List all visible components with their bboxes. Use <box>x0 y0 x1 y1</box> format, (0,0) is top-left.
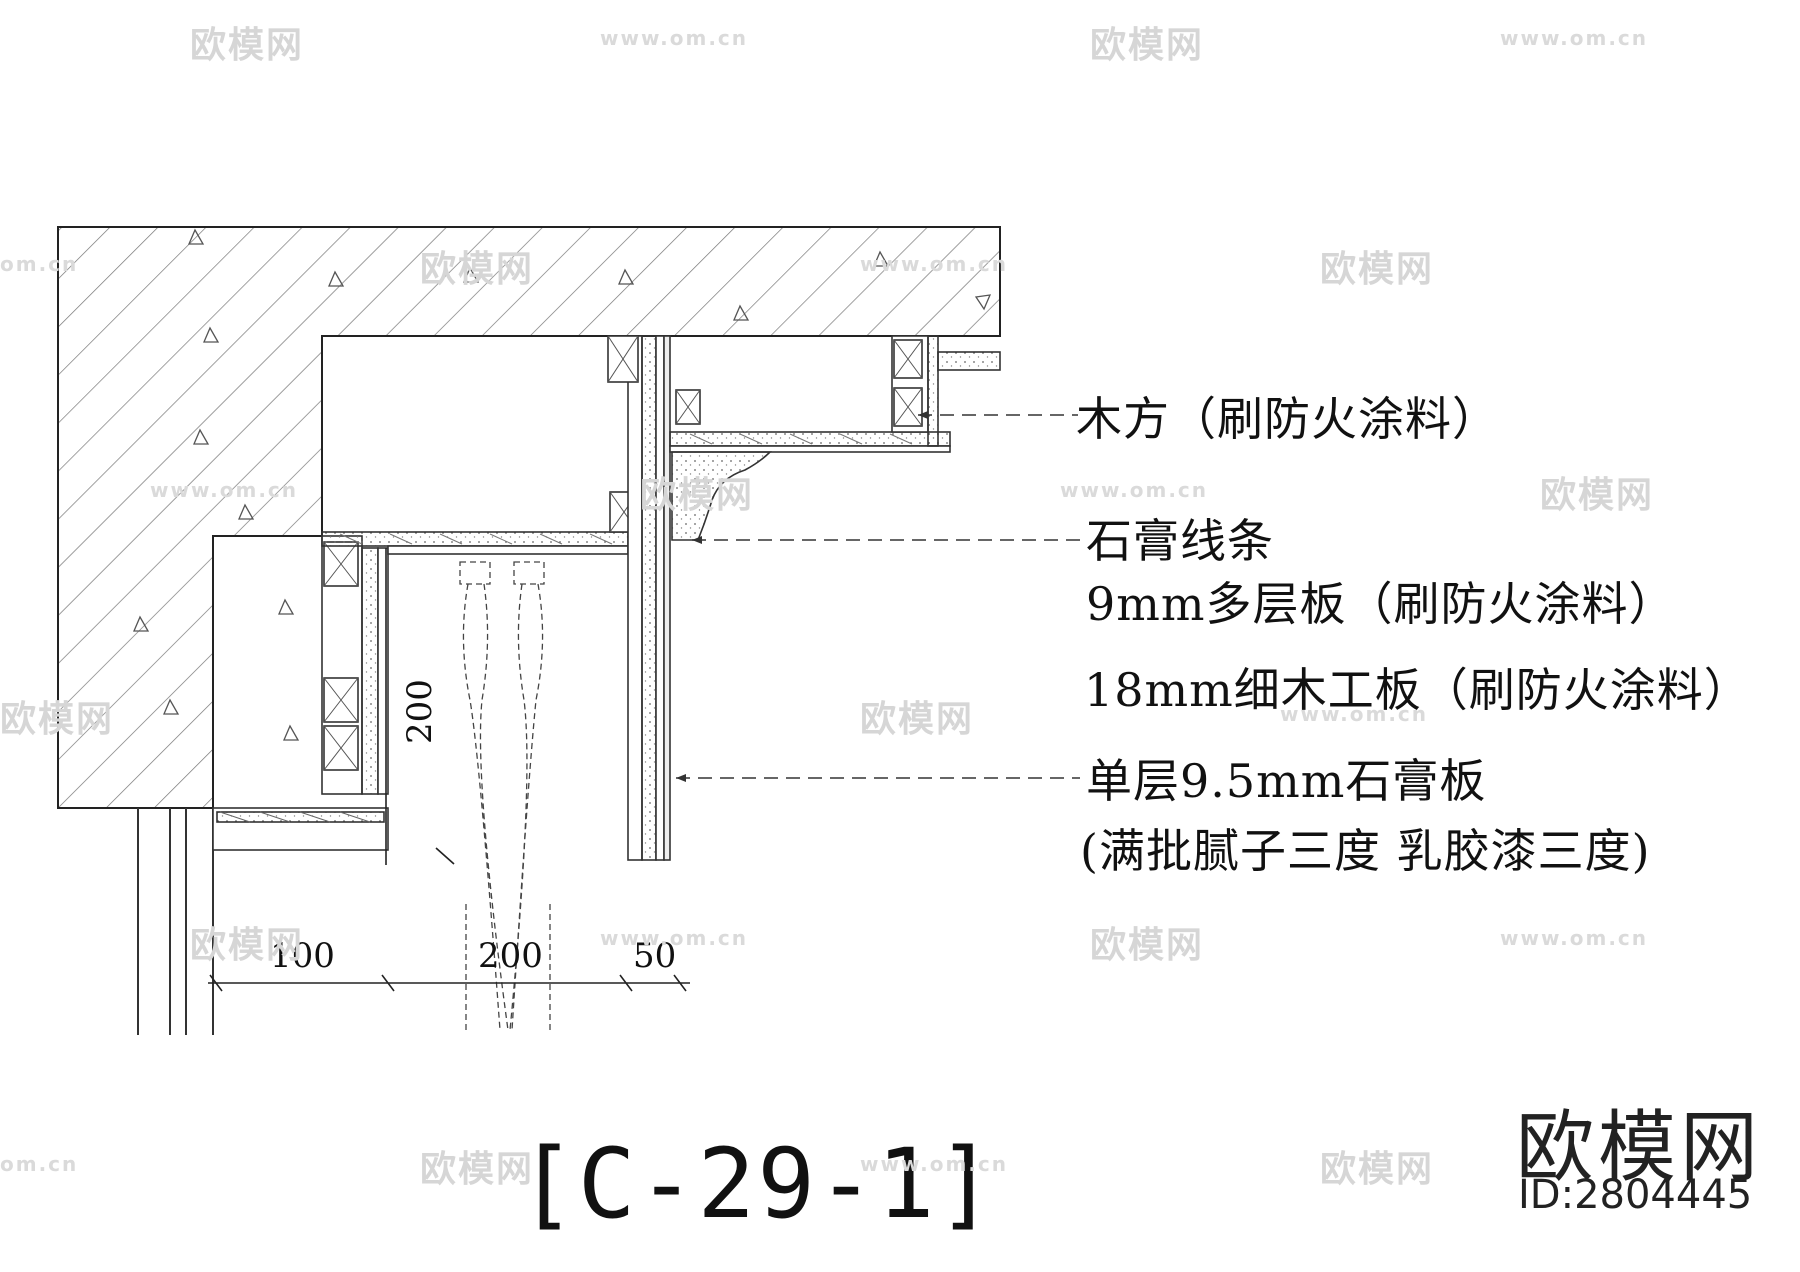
watermark-logo: 欧模网 <box>1090 925 1205 966</box>
watermark-logo: 欧模网 <box>1320 1149 1435 1190</box>
drawing-title: [C-29-1] <box>518 1128 997 1240</box>
watermark-url: www.om.cn <box>860 1152 1009 1176</box>
callout-timber: 木方（刷防火涂料） <box>1076 392 1499 446</box>
watermark-url: www.om.cn <box>1500 26 1649 50</box>
dimension-lines <box>208 548 690 992</box>
watermark-url: om.cn <box>0 252 79 276</box>
window-frame <box>137 808 214 1035</box>
brand-name: 欧模网 <box>1516 1103 1763 1193</box>
watermark-url: www.om.cn <box>860 252 1009 276</box>
watermark-logo: 欧模网 <box>1540 475 1655 516</box>
callout-gypsum-board: 单层9.5mm石膏板 <box>1086 754 1487 808</box>
callout-gypsum-molding: 石膏线条 <box>1086 514 1274 568</box>
watermark-logo: 欧模网 <box>860 699 975 740</box>
concrete-structure <box>57 226 1001 809</box>
watermark-url: om.cn <box>0 1152 79 1176</box>
middle-horizontal-board <box>321 491 639 555</box>
watermark-url: www.om.cn <box>1500 926 1649 950</box>
watermark-logo: 欧模网 <box>0 699 115 740</box>
upper-ceiling-board <box>669 335 1001 453</box>
left-timber-battens <box>321 535 389 795</box>
watermark-logo: 欧模网 <box>1320 249 1435 290</box>
callout-plywood: 9mm多层板（刷防火涂料） <box>1086 577 1676 631</box>
dimension-200: 200 <box>478 936 543 976</box>
callout-blockboard: 18mm细木工板（刷防火涂料） <box>1084 663 1751 717</box>
dimension-50: 50 <box>633 936 677 976</box>
leader-arrows <box>676 411 928 782</box>
watermark-url: www.om.cn <box>600 26 749 50</box>
concrete-aggregate <box>133 228 992 741</box>
watermark-url: www.om.cn <box>1280 702 1429 726</box>
watermark-logo: 欧模网 <box>420 249 535 290</box>
watermark-logo: 欧模网 <box>190 25 305 66</box>
curtain <box>459 561 551 1031</box>
brand-id: ID:2804445 <box>1518 1172 1753 1218</box>
dimension-100: 100 <box>270 936 335 976</box>
central-partition <box>607 335 701 861</box>
gypsum-cornice <box>671 451 772 541</box>
watermark-url: www.om.cn <box>150 478 299 502</box>
watermark-logo: 欧模网 <box>1090 25 1205 66</box>
dimension-vertical-200: 200 <box>400 679 440 744</box>
watermark-url: www.om.cn <box>1060 478 1209 502</box>
leader-lines <box>676 414 1080 779</box>
callout-finish-note: (满批腻子三度 乳胶漆三度) <box>1080 824 1651 878</box>
watermark-logo: 欧模网 <box>420 1149 535 1190</box>
watermark-logo: 欧模网 <box>640 475 755 516</box>
watermark-url: www.om.cn <box>600 926 749 950</box>
watermark-logo: 欧模网 <box>190 925 305 966</box>
left-soffit-boards <box>212 807 389 851</box>
